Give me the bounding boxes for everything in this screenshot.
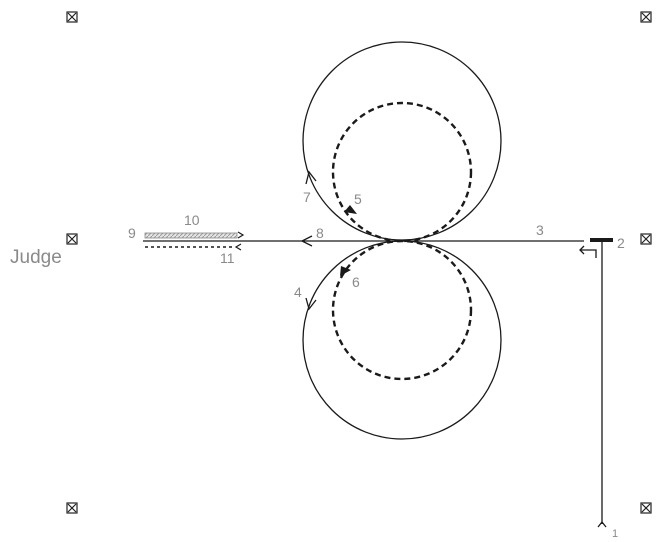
start-arrow-icon [597,520,607,528]
rein-back-arrowhead [237,231,245,239]
marker-3: 3 [536,222,544,238]
return-arrowhead [234,243,242,251]
boxed-x-icon [640,11,652,23]
arrow-6-icon [340,266,351,276]
boxed-x-icon [640,502,652,514]
arrow-4-icon [305,297,317,311]
boxed-x-icon [66,502,78,514]
lower-inner-dashed-circle [331,239,473,381]
marker-10: 10 [184,212,200,228]
judge-label: Judge [10,247,62,268]
marker-6: 6 [352,274,360,290]
marker-2: 2 [617,235,625,251]
lower-circle-path [302,240,502,440]
marker-9: 9 [128,225,136,241]
marker-1: 1 [612,528,618,540]
boxed-x-icon [640,233,652,245]
marker-8: 8 [316,225,324,241]
arrow-5-icon [344,205,357,214]
boxed-x-icon [66,11,78,23]
boxed-x-icon [66,233,78,245]
turn-arrow-icon [579,245,597,258]
rein-back-bar [144,232,238,239]
arrow-8-icon [300,235,313,247]
upper-inner-dashed-circle [331,101,473,243]
marker-5: 5 [354,191,362,207]
upper-circle-path [302,41,502,241]
arena-markers [66,11,652,514]
marker-4: 4 [294,284,302,300]
marker-7: 7 [303,189,311,205]
arrow-7-icon [305,170,317,185]
marker-11: 11 [220,250,235,266]
